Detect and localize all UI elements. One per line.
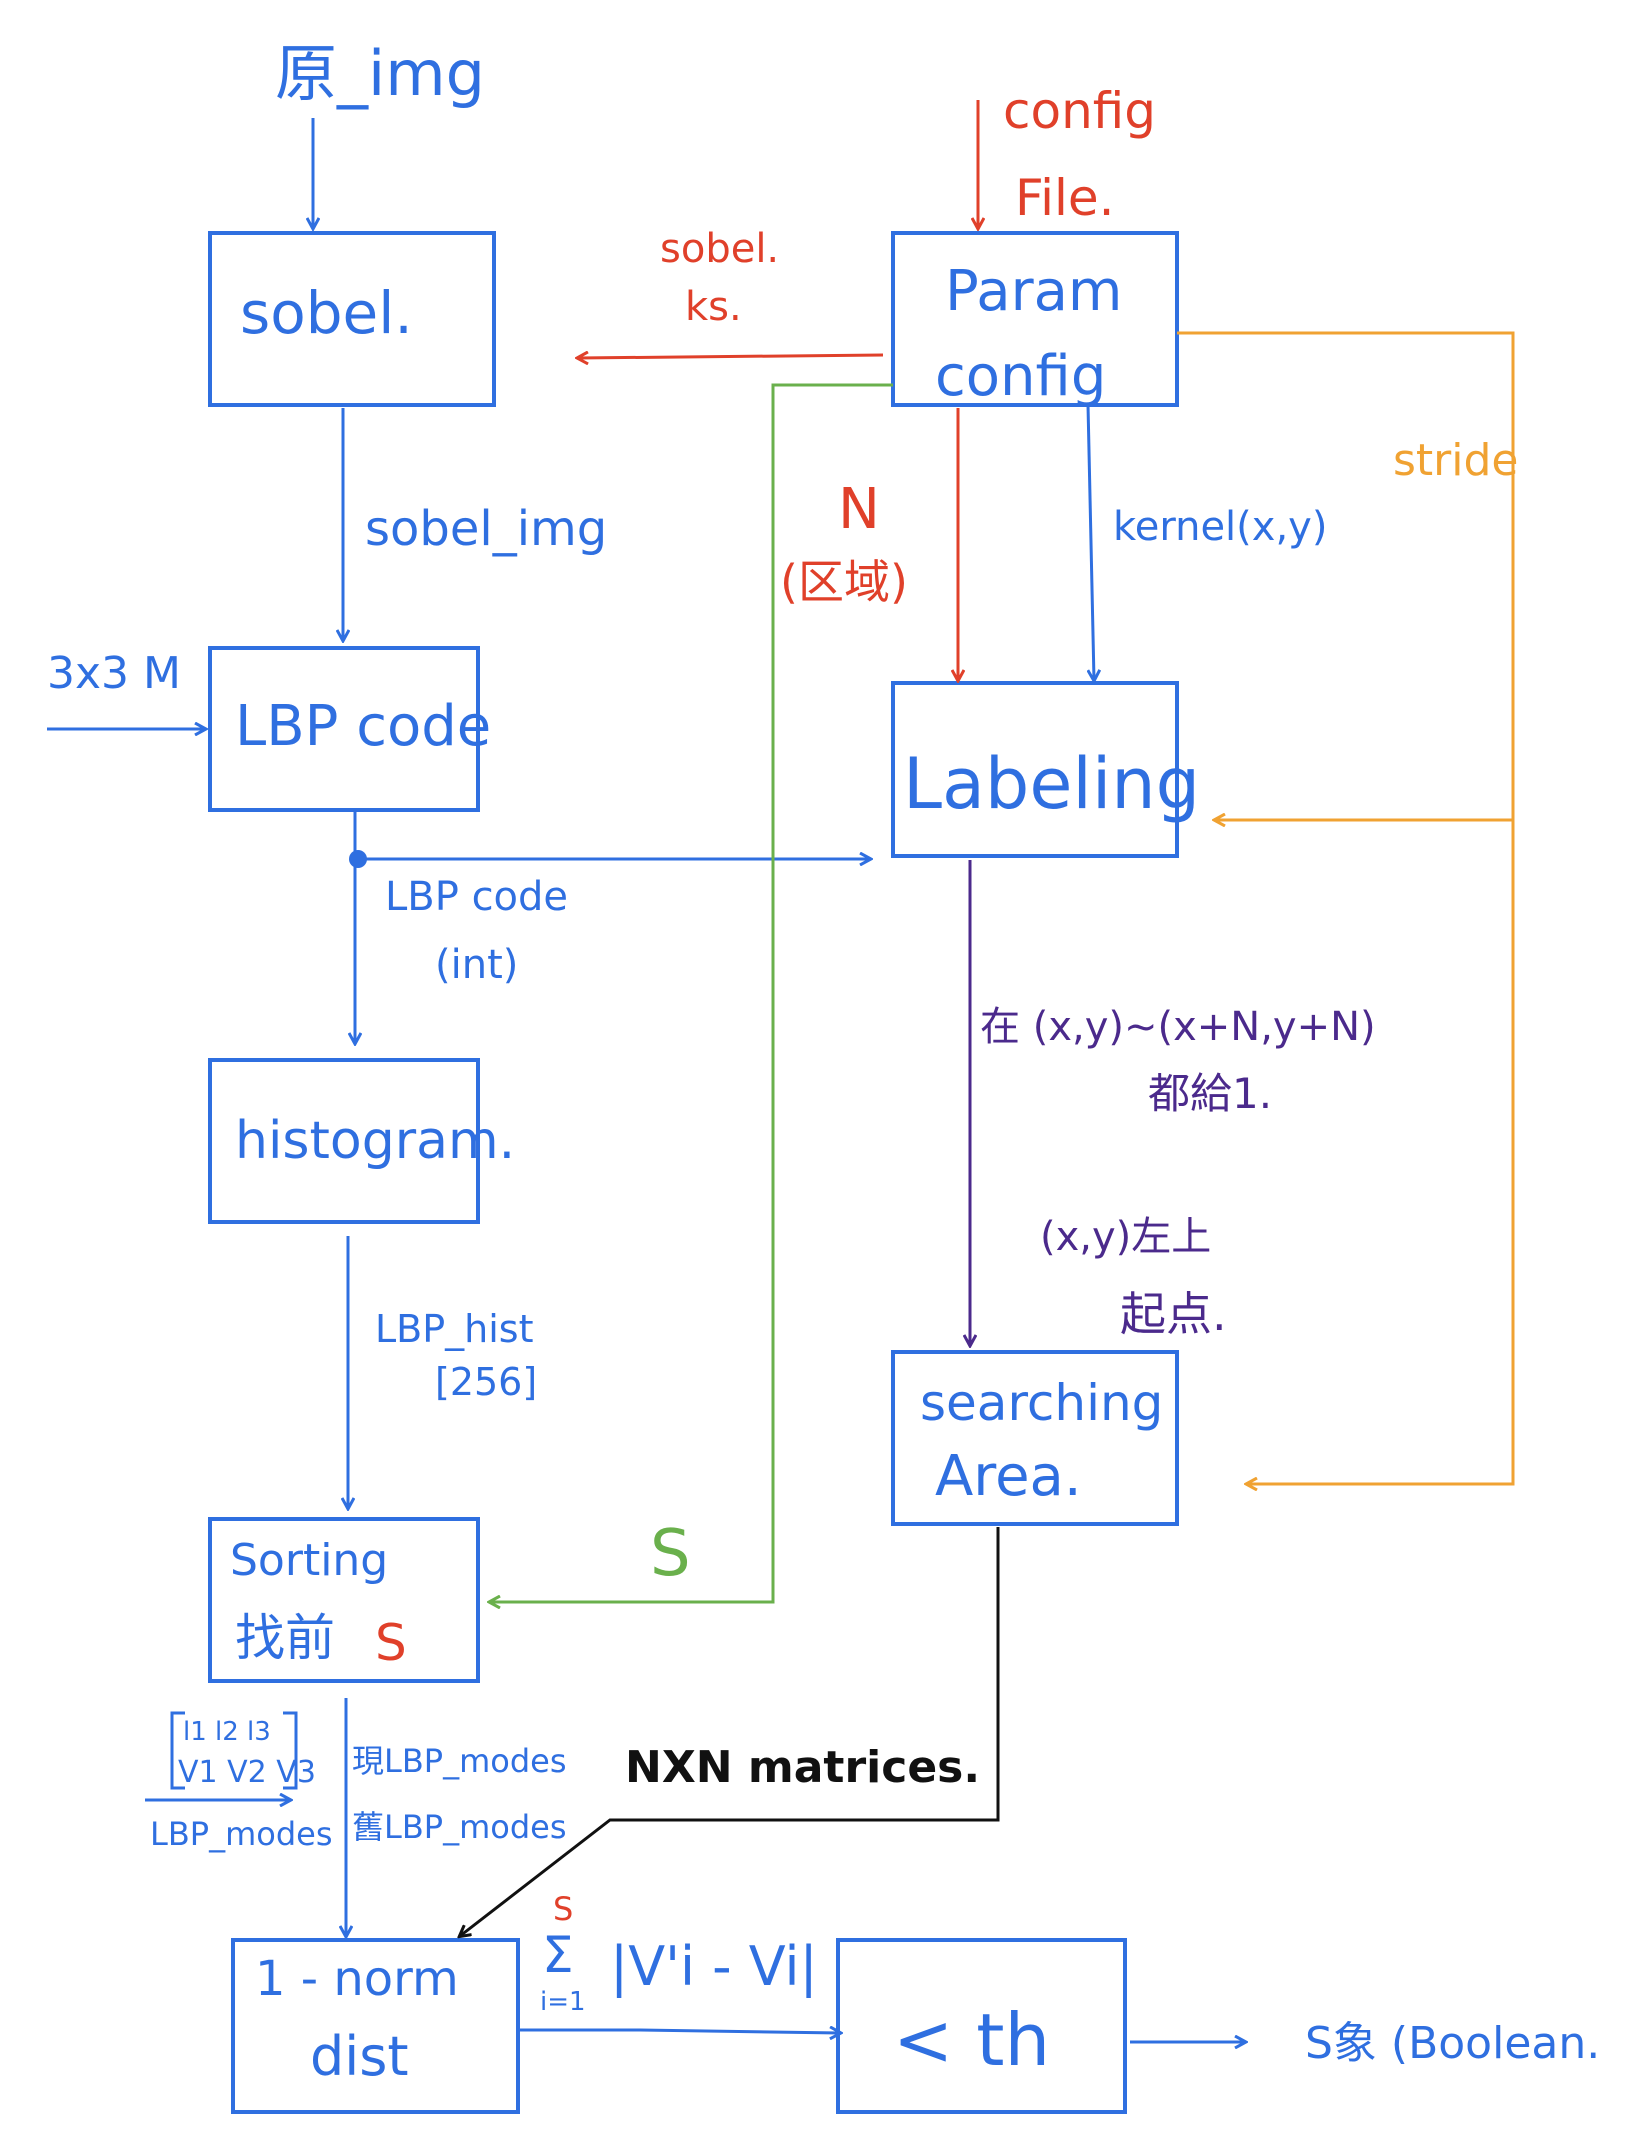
labeling-box bbox=[891, 681, 1179, 858]
sobel-label: sobel. bbox=[240, 279, 413, 347]
lbp-code-int-line1: LBP code bbox=[385, 874, 568, 920]
lbp-hist-line1: LBP_hist bbox=[375, 1307, 534, 1351]
labeling-note-line1: 在 (x,y)~(x+N,y+N) bbox=[980, 1004, 1376, 1050]
lbp-code-int-line2: (int) bbox=[435, 942, 518, 988]
s-param-arrow bbox=[490, 383, 893, 1602]
sobel-img-label: sobel_img bbox=[365, 501, 607, 557]
lbp-modes-right1: 現LBP_modes bbox=[352, 1742, 567, 1780]
labeling-note-line2: 都給1. bbox=[1148, 1069, 1272, 1118]
norm-label: 1 - norm bbox=[255, 1951, 459, 2007]
s-green-label: S bbox=[650, 1517, 691, 1591]
lbp-branch-dot bbox=[349, 850, 367, 868]
n-region-label: (区域) bbox=[780, 555, 908, 609]
config-label: config bbox=[935, 344, 1106, 409]
sobel-ks-arrow bbox=[578, 355, 884, 358]
lbp-modes-right2: 舊LBP_modes bbox=[352, 1808, 567, 1846]
vector-right-bracket bbox=[283, 1711, 298, 1790]
norm-dist-box bbox=[231, 1938, 520, 2114]
vector-left-bracket bbox=[170, 1711, 185, 1790]
output-label: S象 (Boolean. bbox=[1305, 2018, 1600, 2069]
sorting-box bbox=[208, 1517, 480, 1683]
sum-upper-limit: S bbox=[553, 1890, 573, 1928]
n-label: N bbox=[838, 477, 880, 542]
searching-label: searching bbox=[920, 1374, 1163, 1432]
sum-sigma: Σ bbox=[542, 1926, 574, 1984]
lbp-code-box bbox=[208, 646, 480, 812]
area-label: Area. bbox=[935, 1444, 1082, 1509]
sum-lower-limit: i=1 bbox=[540, 1987, 586, 2017]
searching-area-box bbox=[891, 1350, 1179, 1526]
lbp-code-label: LBP code bbox=[235, 694, 491, 759]
mask-input-label: 3x3 M bbox=[47, 648, 181, 699]
sobel-ks-line2: ks. bbox=[685, 284, 742, 330]
nxn-matrices-label: NXN matrices. bbox=[625, 1742, 980, 1793]
nxn-matrices-arrow bbox=[460, 1527, 1000, 1936]
find-top-label: 找前 bbox=[235, 1609, 335, 1667]
config-file-line2: File. bbox=[1015, 169, 1115, 227]
sobel-box bbox=[208, 231, 496, 407]
sum-body: |V'i - Vi| bbox=[610, 1935, 818, 1998]
start-note-line1: (x,y)左上 bbox=[1040, 1214, 1211, 1260]
input-img-label: 原_img bbox=[275, 37, 485, 110]
sobel-ks-line1: sobel. bbox=[660, 226, 779, 272]
histogram-box bbox=[208, 1058, 480, 1224]
kernel-label: kernel(x,y) bbox=[1113, 504, 1327, 550]
start-note-line2: 起点. bbox=[1120, 1287, 1227, 1341]
threshold-label: < th bbox=[893, 1998, 1050, 2082]
lbp-modes-bottom: LBP_modes bbox=[150, 1815, 333, 1853]
lbp-hist-line2: [256] bbox=[435, 1360, 537, 1404]
sorting-label: Sorting bbox=[230, 1535, 388, 1586]
vector-bottom-row: V1 V2 V3 bbox=[178, 1755, 316, 1790]
stride-label: stride bbox=[1393, 435, 1519, 486]
labeling-label: Labeling bbox=[903, 743, 1200, 825]
dist-label: dist bbox=[310, 2025, 409, 2088]
kernel-arrow bbox=[1086, 404, 1094, 680]
histogram-label: histogram. bbox=[235, 1111, 515, 1171]
find-top-s-label: S bbox=[375, 1614, 407, 1672]
norm-to-threshold-arrow bbox=[520, 2030, 840, 2033]
config-file-line1: config bbox=[1003, 82, 1156, 140]
param-label: Param bbox=[945, 259, 1122, 324]
stride-to-searching-arrow bbox=[1177, 331, 1515, 1484]
param-config-box bbox=[891, 231, 1179, 407]
vector-top-row: l1 l2 l3 bbox=[183, 1717, 271, 1747]
